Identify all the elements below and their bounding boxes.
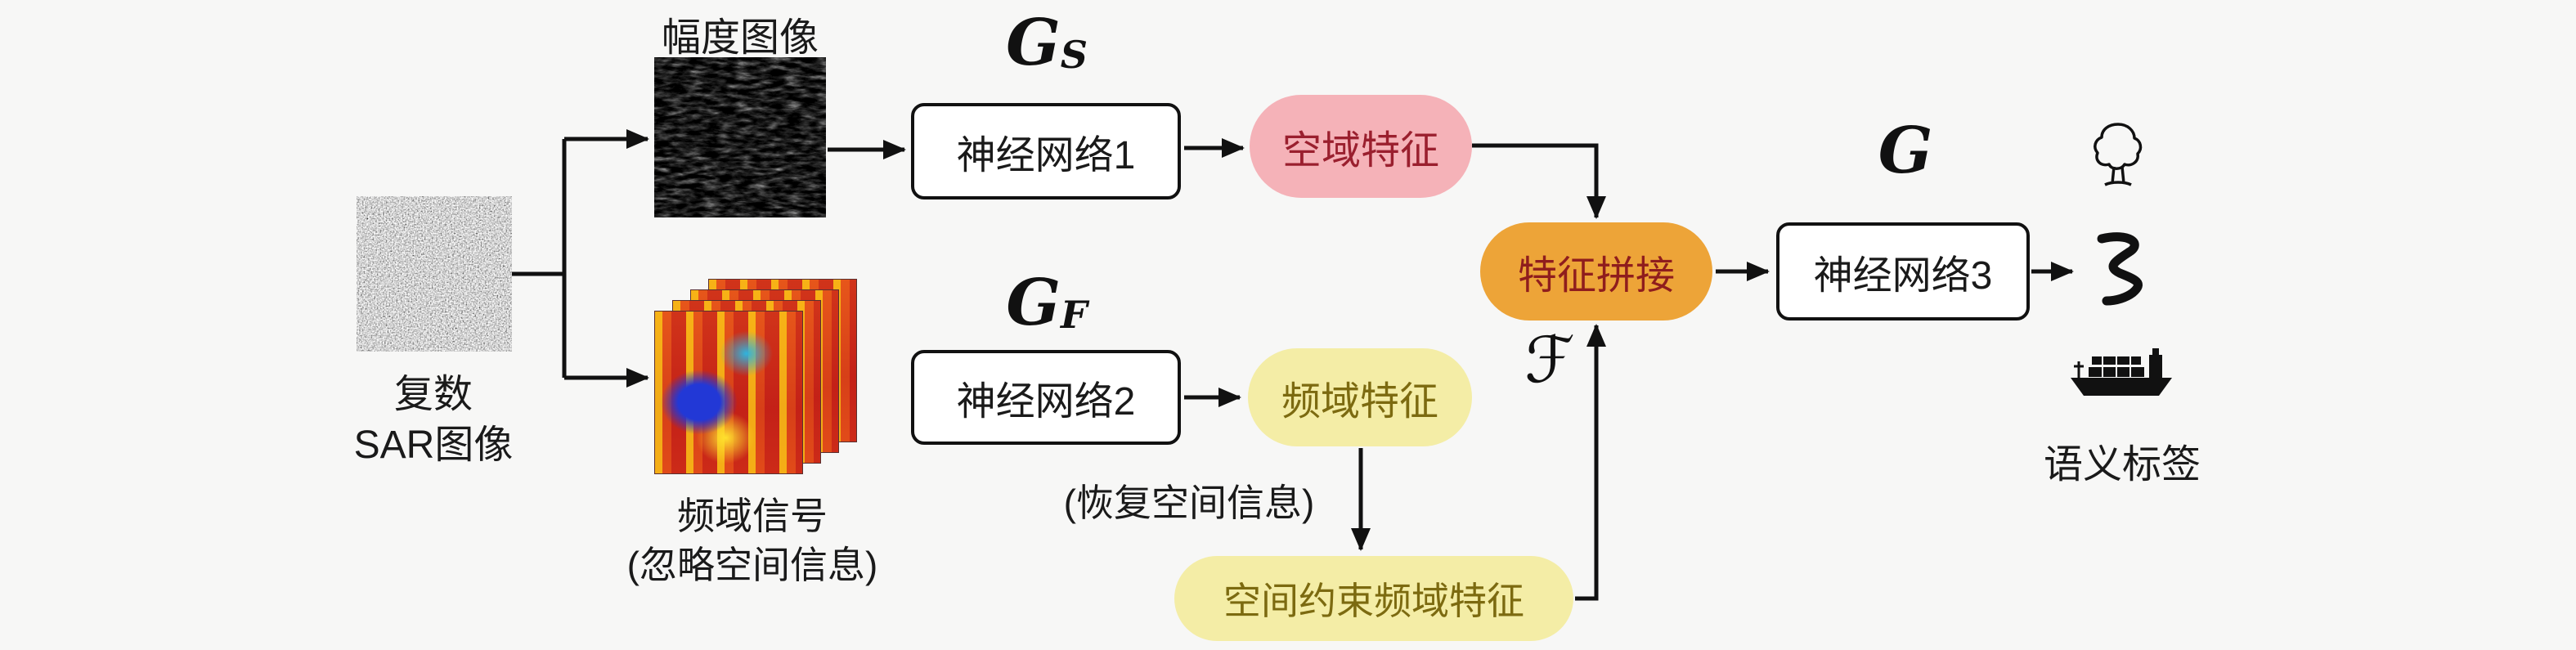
frequency-label-line1: 频域信号: [677, 495, 828, 537]
sar-image: [357, 196, 512, 352]
script-g-glyph: G: [1006, 6, 1061, 80]
output-label: 语义标签: [2043, 443, 2201, 486]
network2-box: 神经网络2: [911, 350, 1181, 445]
script-g-glyph: G: [1006, 266, 1061, 340]
amplitude-image: [654, 57, 826, 217]
script-g-glyph: G: [1878, 114, 1933, 188]
input-label-line1: 复数: [393, 373, 473, 416]
constrained-feature-pill: 空间约束频域特征: [1174, 556, 1573, 641]
spatial-feature-pill: 空域特征: [1250, 95, 1472, 198]
network3-symbol: G: [1799, 119, 2012, 183]
network2-symbol: GF: [940, 271, 1153, 335]
network1-box: 神经网络1: [911, 103, 1181, 199]
concat-pill: 特征拼接: [1480, 222, 1712, 321]
script-f-symbol: ℱ: [1524, 324, 1575, 397]
amplitude-label: 幅度图像: [661, 16, 819, 60]
river-icon: [2087, 231, 2156, 306]
network1-symbol: GS: [940, 11, 1153, 75]
subscript-f: F: [1060, 293, 1088, 338]
spectrogram-layer: [654, 311, 803, 474]
frequency-feature-pill: 频域特征: [1248, 348, 1472, 446]
frequency-label: 频域信号 (忽略空间信息): [572, 492, 932, 590]
ship-icon: [2067, 334, 2175, 402]
recover-note: (恢复空间信息): [1063, 482, 1315, 524]
network3-box: 神经网络3: [1776, 222, 2030, 321]
spectrogram-stack: [654, 278, 859, 476]
input-label-line2: SAR图像: [353, 424, 514, 468]
tree-icon: [2087, 119, 2149, 191]
input-label: 复数 SAR图像: [286, 370, 581, 472]
frequency-label-line2: (忽略空间信息): [626, 543, 878, 586]
subscript-s: S: [1060, 33, 1088, 78]
